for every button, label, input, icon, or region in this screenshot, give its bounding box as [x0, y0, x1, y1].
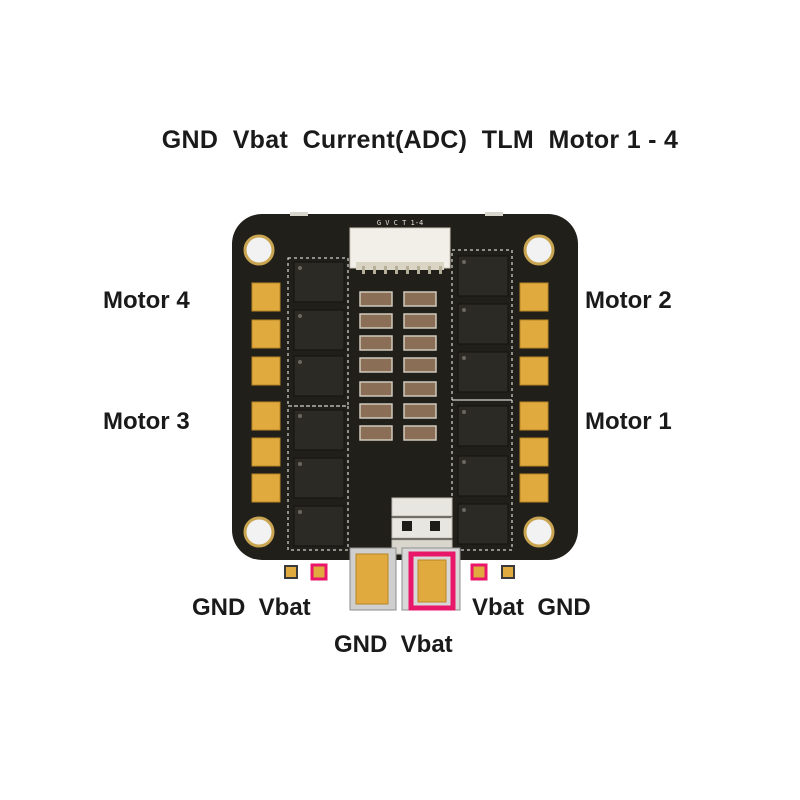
motor-pads-left	[251, 282, 281, 503]
mounting-holes	[243, 234, 555, 548]
power-pad-gnd	[349, 547, 397, 611]
capacitor-array	[359, 291, 437, 441]
shunt-resistors	[391, 497, 453, 555]
small-pads-left	[284, 563, 328, 581]
motor-pads-right	[519, 282, 549, 503]
signal-connector	[349, 227, 451, 274]
label-motor-4: Motor 4	[103, 287, 190, 314]
connector-silkscreen: G V C T 1-4	[377, 219, 423, 227]
header-title: GND Vbat Current(ADC) TLM Motor 1 - 4	[161, 126, 679, 154]
mosfets-right	[451, 249, 513, 551]
mosfets-left	[287, 257, 349, 551]
label-vbat-gnd-right: Vbat GND	[472, 594, 591, 621]
power-pad-vbat	[401, 547, 461, 611]
label-gnd-vbat-left: GND Vbat	[192, 594, 311, 621]
label-motor-3: Motor 3	[103, 408, 190, 435]
label-gnd-vbat-main: GND Vbat	[334, 631, 453, 658]
label-motor-1: Motor 1	[585, 408, 672, 435]
label-motor-2: Motor 2	[585, 287, 672, 314]
small-pads-right	[470, 563, 515, 581]
